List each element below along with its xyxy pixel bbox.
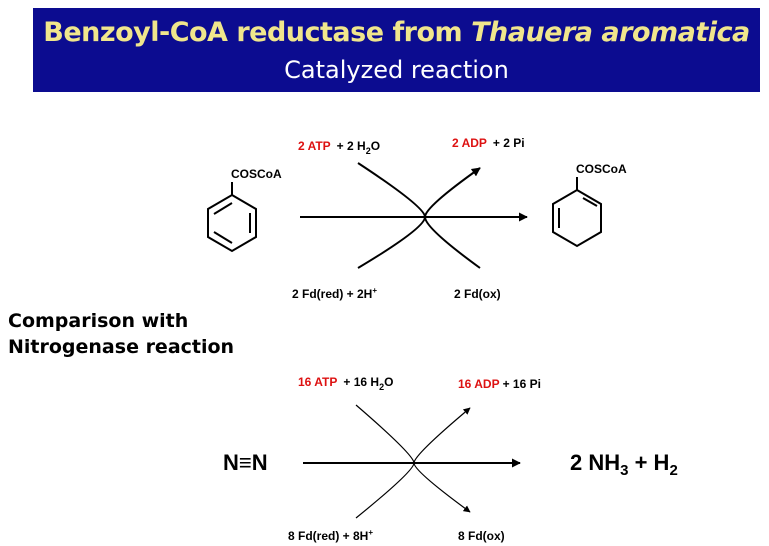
nitrogenase-fd-ox-label: 8 Fd(ox) (458, 529, 505, 543)
substrate-group-label: COSCoA (231, 167, 282, 181)
nitrogenase-atp-arrow (355, 404, 471, 464)
double-bond (213, 231, 233, 244)
nitrogenase-ferredoxin-arrow (355, 462, 471, 519)
comparison-heading-line2: Nitrogenase reaction (8, 336, 234, 358)
title-organism: Thauera aromatica (471, 17, 750, 48)
dienoyl-coa-structure (552, 177, 602, 248)
slide-subtitle: Catalyzed reaction (284, 56, 509, 84)
ammonia-product-label: 2 NH3 + H2 (570, 450, 678, 479)
fd-red-label: 2 Fd(red) + 2H+ (292, 286, 377, 301)
nitrogenase-fd-red-label: 8 Fd(red) + 8H+ (288, 528, 373, 543)
slide-title: Benzoyl-CoA reductase from Thauera aroma… (33, 17, 760, 48)
title-bar: Benzoyl-CoA reductase from Thauera aroma… (33, 8, 760, 92)
adp-label: 2 ADP+ 2 Pi (452, 136, 525, 150)
product-group-label: COSCoA (576, 162, 627, 176)
dinitrogen-label: N≡N (223, 450, 268, 475)
title-prefix: Benzoyl-CoA reductase from (43, 17, 472, 48)
benzoyl-coa-structure (207, 182, 257, 253)
fd-ox-label: 2 Fd(ox) (454, 287, 501, 301)
comparison-heading-line1: Comparison with (8, 310, 188, 332)
nitrogenase-atp-label: 16 ATP+ 16 H2O (298, 375, 393, 392)
cyclohexadiene-ring (552, 188, 602, 248)
nitrogenase-adp-label: 16 ADP+ 16 Pi (458, 377, 541, 391)
ferredoxin-arc (357, 216, 481, 269)
benzene-ring (207, 193, 257, 253)
atp-hydrolysis-arrow (357, 162, 481, 218)
double-bond (213, 202, 233, 215)
atp-label: 2 ATP+ 2 H2O (298, 139, 380, 156)
double-bond (582, 197, 598, 207)
